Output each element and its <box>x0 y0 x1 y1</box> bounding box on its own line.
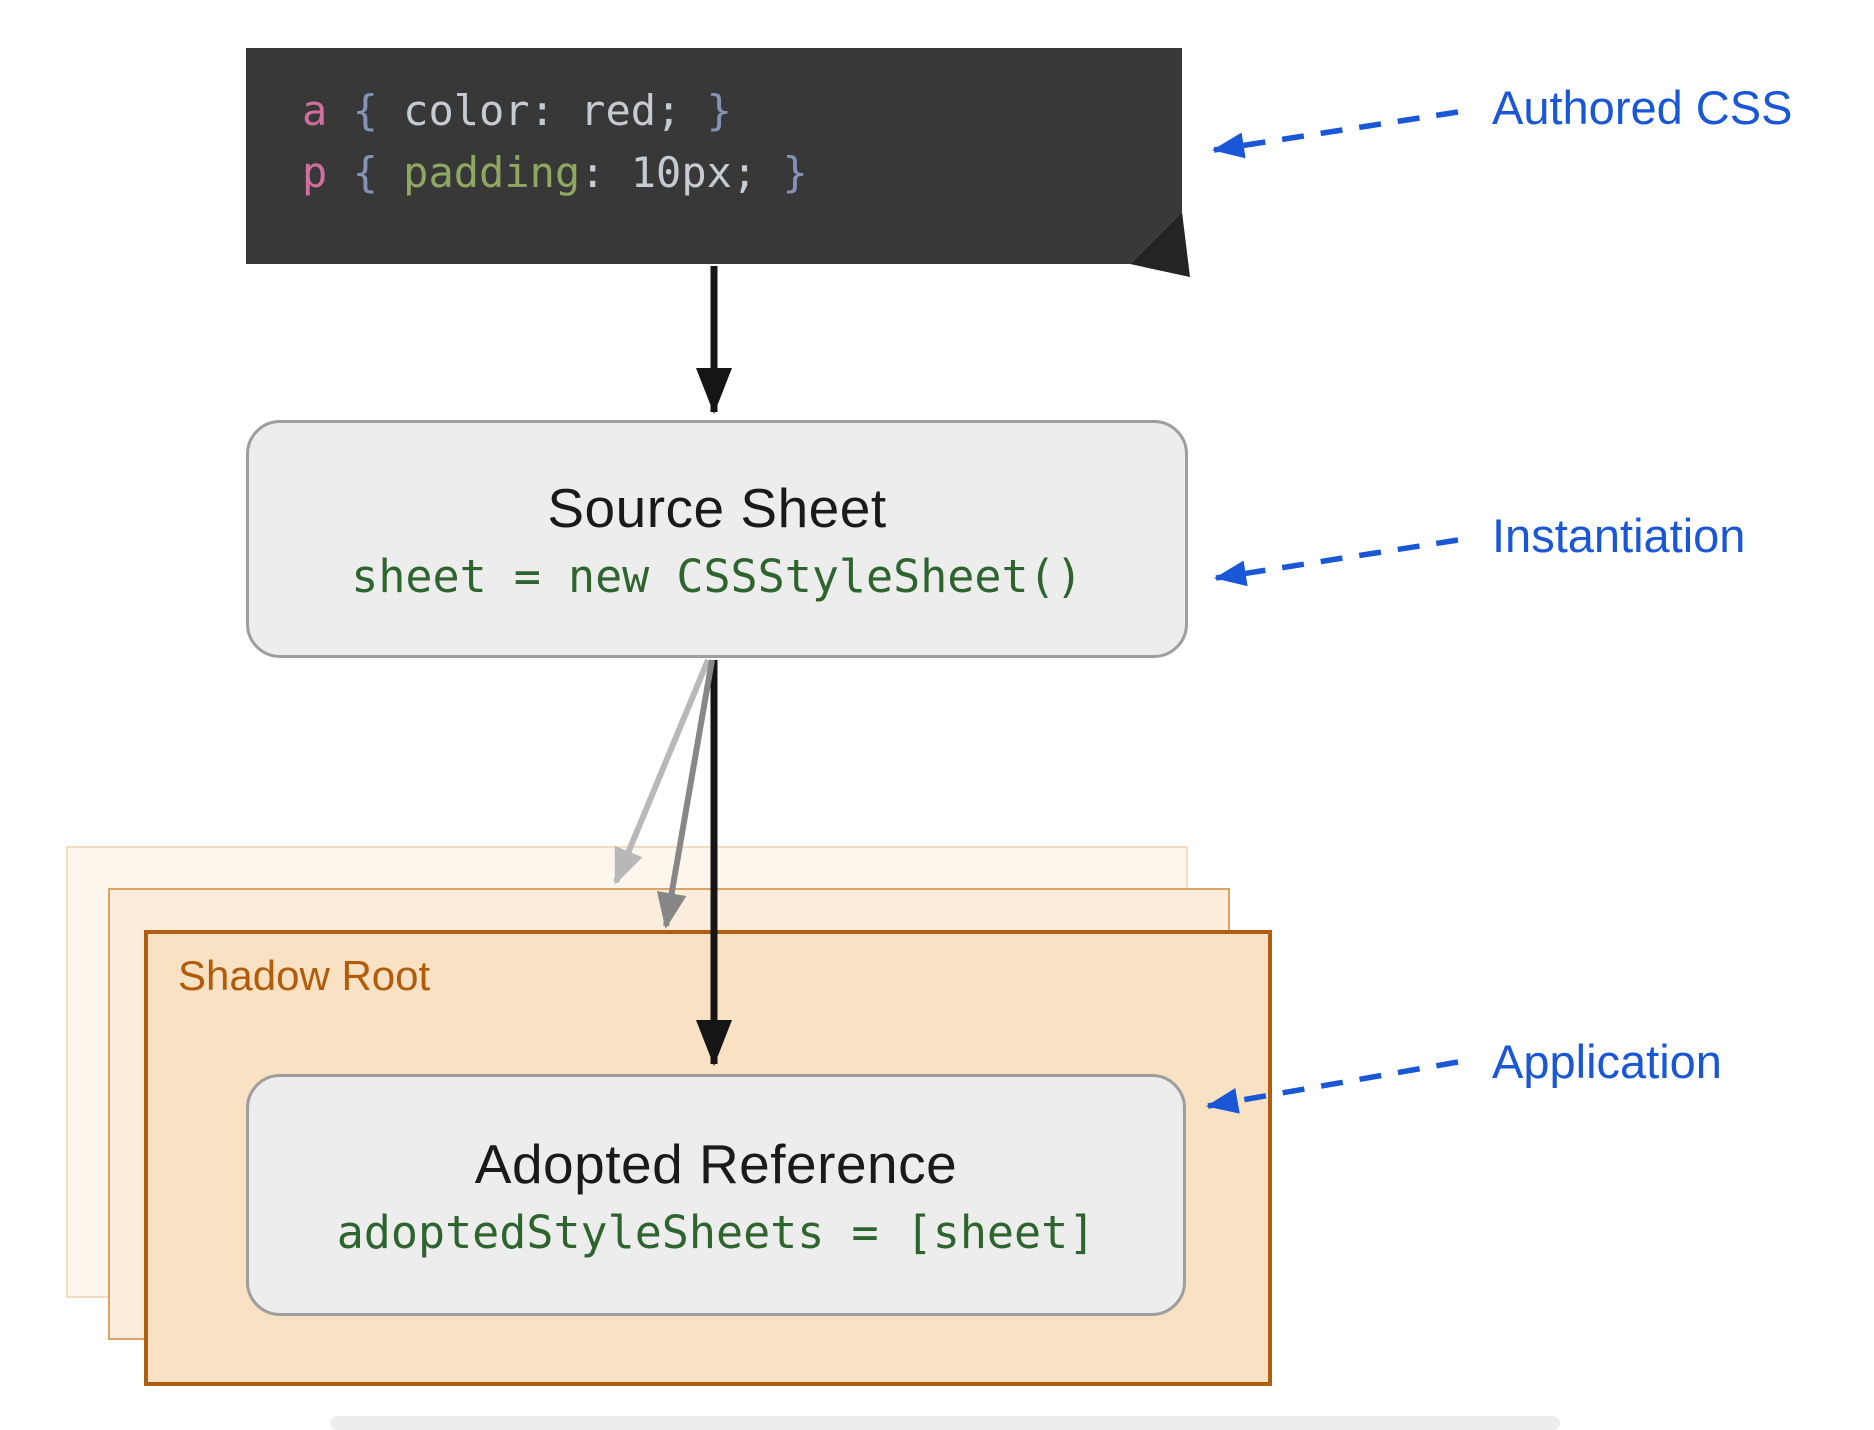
css-property: padding <box>403 148 581 197</box>
css-brace-open: { <box>327 148 404 197</box>
annotation-application: Application <box>1492 1035 1722 1088</box>
css-brace-close: } <box>706 86 732 135</box>
annotation-instantiation: Instantiation <box>1492 509 1746 562</box>
shadow-root-label: Shadow Root <box>178 952 431 999</box>
arrow-annotation-authored <box>1212 109 1459 159</box>
css-brace-open: { <box>327 86 404 135</box>
source-sheet-code: sheet = new CSSStyleSheet() <box>351 549 1083 603</box>
horizontal-scrollbar-thumb[interactable] <box>330 1416 1560 1430</box>
css-property: color <box>403 86 530 135</box>
annotation-authored-css: Authored CSS <box>1492 81 1793 134</box>
css-value: 10px; <box>630 148 783 197</box>
adopted-reference-title: Adopted Reference <box>474 1132 958 1195</box>
css-selector: a <box>302 86 328 135</box>
arrow-annotation-instantiation <box>1214 537 1459 587</box>
css-selector: p <box>302 148 328 197</box>
css-colon: : <box>529 86 581 135</box>
css-rule-line-1: a { color: red; } <box>302 80 1182 142</box>
adopted-reference-box: Adopted Reference adoptedStyleSheets = [… <box>246 1074 1186 1316</box>
source-sheet-title: Source Sheet <box>547 476 887 539</box>
adopted-reference-code: adoptedStyleSheets = [sheet] <box>336 1205 1096 1259</box>
source-sheet-box: Source Sheet sheet = new CSSStyleSheet() <box>246 420 1188 658</box>
css-value: red; <box>580 86 707 135</box>
css-rule-line-2: p { padding: 10px; } <box>302 142 1182 204</box>
css-brace-close: } <box>782 148 808 197</box>
css-colon: : <box>580 148 631 197</box>
authored-css-code-block: a { color: red; } p { padding: 10px; } <box>246 48 1182 264</box>
